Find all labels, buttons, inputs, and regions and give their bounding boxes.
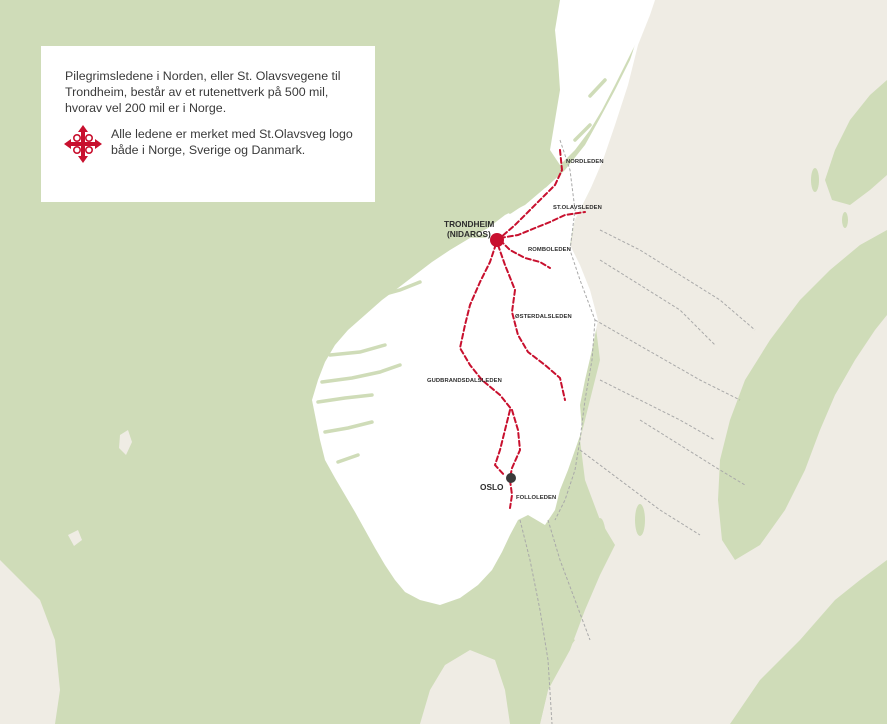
lakes [575, 168, 848, 562]
bothnian-bay [825, 80, 887, 205]
label-osterdalsleden: ØSTERDALSLEDEN [515, 314, 572, 320]
legend-row: Alle ledene er merket med St.Olavsveg lo… [64, 125, 357, 164]
label-st-olavsleden: ST.OLAVSLEDEN [553, 205, 602, 211]
label-folloleden: FOLLOLEDEN [516, 495, 556, 501]
route-gudbrandsdalsleden [458, 243, 522, 479]
label-trondheim-line2: (NIDAROS) [447, 229, 491, 239]
route-gudbrandsdalsleden-west [493, 409, 511, 477]
label-oslo: OSLO [480, 482, 504, 492]
national-borders [519, 139, 756, 724]
route-nordleden [499, 149, 564, 239]
label-romboleden: ROMBOLEDEN [528, 247, 571, 253]
land-norway [312, 0, 655, 605]
label-trondheim-line1: TRONDHEIM [444, 219, 494, 229]
gulf-of-bothnia [718, 230, 887, 560]
land-scotland [0, 560, 60, 724]
route-lines [458, 149, 586, 509]
label-nordleden: NORDLEDEN [566, 159, 604, 165]
route-folloleden [509, 479, 514, 509]
trondheim-marker [490, 233, 504, 247]
oslo-marker [506, 473, 516, 483]
island-shetland [119, 430, 132, 455]
route-osterdalsleden [497, 244, 566, 401]
legend-text: Alle ledene er merket med St.Olavsveg lo… [111, 127, 353, 157]
route-st-olavsleden [499, 211, 586, 239]
fjord-lines [316, 78, 607, 622]
info-box: Pilegrimsledene i Norden, eller St. Olav… [41, 46, 375, 202]
intro-text: Pilegrimsledene i Norden, eller St. Olav… [65, 69, 341, 115]
route-romboleden [499, 239, 551, 269]
kattegat [505, 630, 575, 724]
st-olav-cross-icon [64, 125, 102, 163]
baltic-sea [730, 560, 887, 724]
label-gudbrandsdalsleden: GUDBRANDSDALSLEDEN [427, 378, 502, 384]
land-finland [755, 0, 887, 330]
land-denmark [420, 650, 510, 724]
island-orkney [68, 530, 82, 546]
